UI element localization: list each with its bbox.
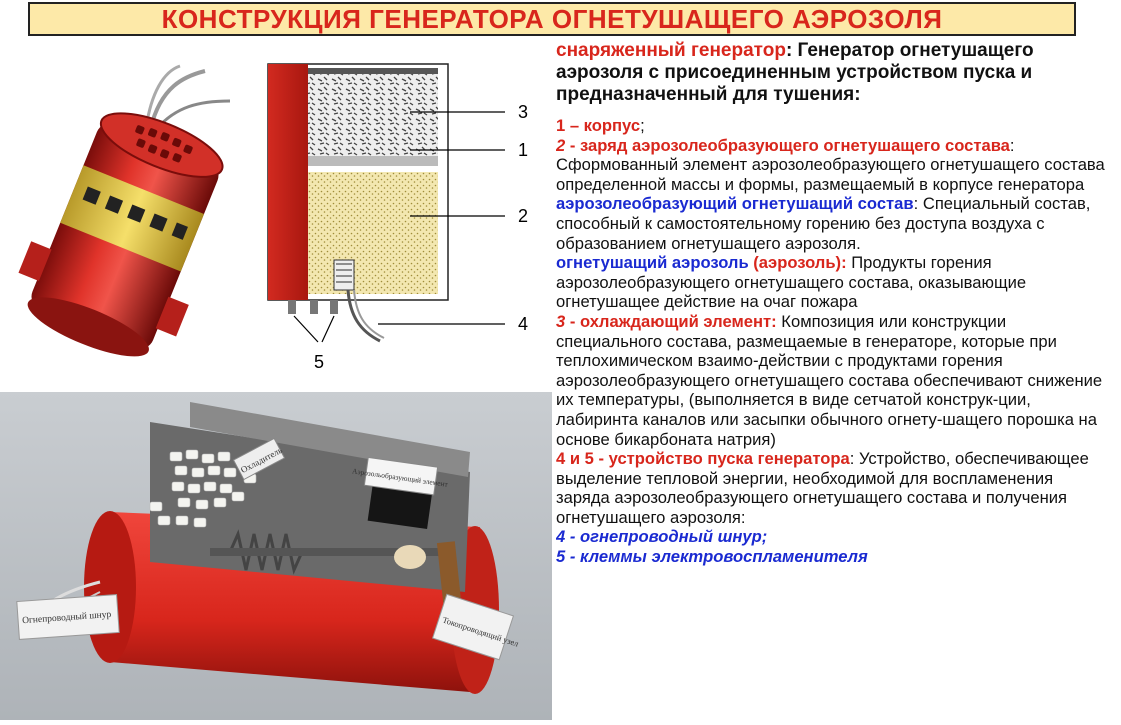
intro-paragraph: снаряженный генератор: Генератор огнетуш… xyxy=(556,40,1111,106)
item-3-num: 3 xyxy=(556,311,566,331)
definition-composition: аэрозолеобразующий огнетушащий состав: С… xyxy=(556,194,1111,253)
schematic-label-1: 1 xyxy=(518,140,528,160)
item-2-num: 2 xyxy=(556,135,566,155)
item-5: 5 - клеммы электровоспламенителя xyxy=(556,547,1111,567)
schematic-label-3: 3 xyxy=(518,102,528,122)
schematic-label-2: 2 xyxy=(518,206,528,226)
item-1-end: ; xyxy=(640,116,645,135)
description-text: снаряженный генератор: Генератор огнетуш… xyxy=(556,40,1111,716)
generator-schematic: 3 1 2 4 5 xyxy=(260,46,550,376)
item-4-label: 4 - огнепроводный шнур; xyxy=(556,527,768,547)
schematic-label-4: 4 xyxy=(518,314,528,334)
schematic-label-5: 5 xyxy=(314,352,324,372)
item-4-5-body: : Устройство, обеспечивающее выделение т… xyxy=(556,449,1089,527)
title-banner: КОНСТРУКЦИЯ ГЕНЕРАТОРА ОГНЕТУШАЩЕГО АЭРО… xyxy=(28,2,1076,36)
item-3-body: Композиция или конструкции специального … xyxy=(556,311,1103,449)
item-5-label: 5 - клеммы электровоспламенителя xyxy=(556,547,868,567)
definition-composition-term: аэрозолеобразующий огнетушащий состав xyxy=(556,194,914,214)
cutaway-photo: Огнепроводный шнур Токопроводящий узел О… xyxy=(0,392,552,720)
intro-body: : Генератор огнетушащего аэрозоля с прис… xyxy=(556,40,1034,105)
definition-aerosol-term2: (аэрозоль): xyxy=(748,253,847,273)
item-4: 4 - огнепроводный шнур; xyxy=(556,527,1111,547)
definition-aerosol-term: огнетушащий аэрозоль xyxy=(556,253,749,273)
item-1-label: 1 – корпус xyxy=(556,116,641,135)
item-3-term: - охлаждающий элемент: xyxy=(565,311,777,331)
definition-composition-body: : Специальный состав, способный к самост… xyxy=(556,194,1091,253)
item-2-body: : Сформованный элемент аэрозолеобразующе… xyxy=(556,135,1105,194)
generator-photo xyxy=(0,46,250,366)
intro-term: снаряженный генератор xyxy=(556,40,786,61)
page-title: КОНСТРУКЦИЯ ГЕНЕРАТОРА ОГНЕТУШАЩЕГО АЭРО… xyxy=(161,3,943,34)
item-1: 1 – корпус; xyxy=(556,116,1111,136)
item-4-5-term: 4 и 5 - устройство пуска генератора xyxy=(556,449,850,469)
definition-aerosol-body: Продукты горения аэрозолеобразующего огн… xyxy=(556,253,1027,312)
item-3: 3 - охлаждающий элемент: Композиция или … xyxy=(556,312,1111,449)
item-4-5: 4 и 5 - устройство пуска генератора: Уст… xyxy=(556,449,1111,527)
item-2-term: - заряд аэрозолеобразующего огнетушащего… xyxy=(565,135,1010,155)
item-2: 2 - заряд аэрозолеобразующего огнетушаще… xyxy=(556,136,1111,195)
definition-aerosol: огнетушащий аэрозоль (аэрозоль): Продукт… xyxy=(556,253,1111,312)
